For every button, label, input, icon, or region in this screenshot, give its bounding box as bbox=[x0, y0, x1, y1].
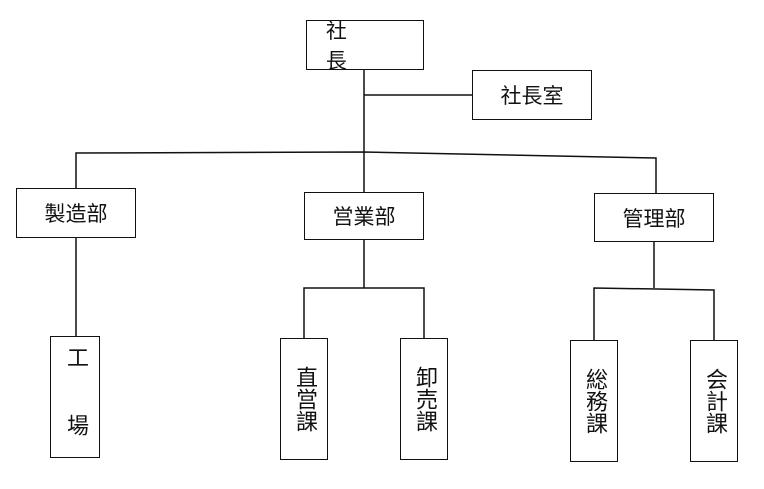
division-label: 製造部 bbox=[44, 202, 108, 226]
president-label: 社 長 bbox=[325, 19, 406, 73]
division-sales: 営業部 bbox=[304, 192, 424, 240]
presidents-office-box: 社長室 bbox=[472, 70, 592, 120]
section-label: 会計課 bbox=[702, 368, 727, 434]
division-management: 管理部 bbox=[594, 193, 714, 242]
section-label: 工 場 bbox=[63, 345, 88, 449]
section-direct-sales: 直営課 bbox=[280, 338, 328, 460]
division-label: 営業部 bbox=[332, 205, 396, 229]
division-label: 管理部 bbox=[622, 206, 686, 231]
section-factory: 工 場 bbox=[50, 336, 100, 458]
division-manufacturing: 製造部 bbox=[16, 188, 136, 238]
section-label: 直営課 bbox=[292, 366, 317, 432]
section-general-affairs: 総務課 bbox=[570, 340, 618, 462]
management-sections-line bbox=[593, 287, 715, 340]
presidents-office-label: 社長室 bbox=[500, 84, 564, 108]
section-label: 総務課 bbox=[582, 368, 607, 434]
section-wholesale: 卸売課 bbox=[400, 338, 448, 460]
sales-sections-line bbox=[303, 287, 425, 338]
president-box: 社 長 bbox=[306, 19, 424, 73]
division-bus-line bbox=[75, 151, 657, 193]
section-accounting: 会計課 bbox=[690, 340, 738, 462]
section-label: 卸売課 bbox=[412, 366, 437, 432]
